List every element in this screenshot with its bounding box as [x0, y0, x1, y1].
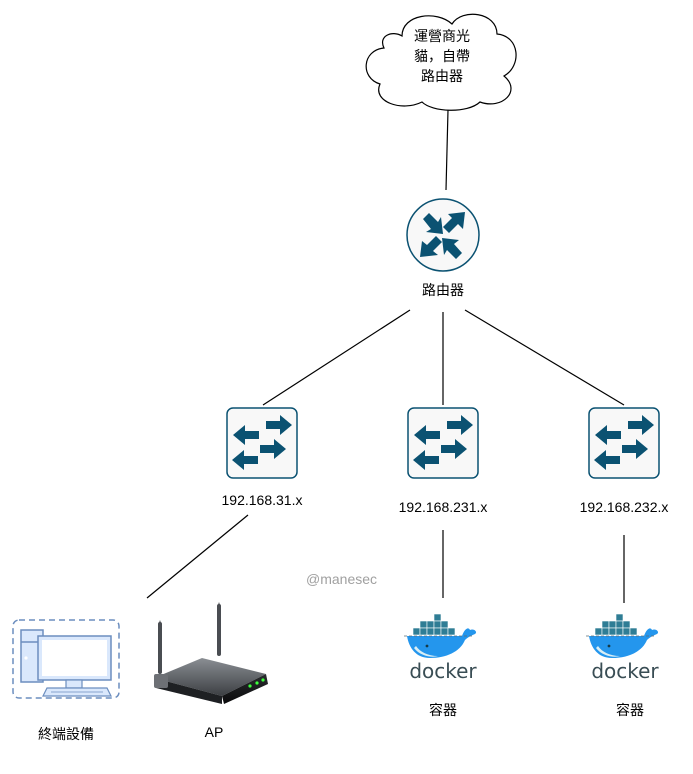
- link-router-switch1: [262, 309, 411, 406]
- docker-icon: docker: [404, 613, 477, 683]
- router-icon: [406, 198, 480, 272]
- switch-icon: [588, 407, 660, 479]
- router-label: 路由器: [422, 282, 464, 298]
- endpoint-device-label: 終端設備: [38, 726, 94, 742]
- isp-modem-cloud[interactable]: 運營商光 貓，自帶 路由器: [362, 6, 522, 112]
- switch-node-3[interactable]: [588, 407, 660, 479]
- link-router-switch3: [464, 309, 625, 406]
- link-cloud-router: [445, 109, 449, 191]
- ap-label: AP: [204, 724, 224, 740]
- container-label-2: 容器: [616, 702, 644, 718]
- router-node[interactable]: [405, 197, 481, 273]
- cloud-line-2: 貓，自帶: [414, 48, 470, 64]
- docker-logo-text: docker: [409, 659, 477, 682]
- endpoint-device-node[interactable]: [11, 618, 121, 700]
- switch-label-2: 192.168.231.x: [398, 499, 488, 515]
- switch-icon: [226, 407, 298, 479]
- docker-logo-text: docker: [591, 659, 659, 682]
- cloud-line-3: 路由器: [421, 68, 463, 84]
- cloud-line-1: 運營商光: [414, 28, 470, 44]
- container-node-1[interactable]: docker: [404, 612, 482, 683]
- switch-label-1: 192.168.31.x: [221, 492, 303, 508]
- container-node-2[interactable]: docker: [586, 612, 664, 683]
- link-switch1-ap: [146, 514, 249, 599]
- wireless-router-icon: [154, 602, 268, 704]
- switch-node-2[interactable]: [407, 407, 479, 479]
- container-label-1: 容器: [429, 702, 457, 718]
- desktop-computer-icon: [12, 619, 120, 699]
- switch-label-3: 192.168.232.x: [579, 499, 669, 515]
- docker-icon: docker: [586, 613, 659, 683]
- switch-node-1[interactable]: [226, 407, 298, 479]
- cloud-icon: [365, 13, 517, 111]
- watermark: @manesec: [306, 571, 378, 587]
- ap-node[interactable]: [152, 592, 272, 704]
- switch-icon: [407, 407, 479, 479]
